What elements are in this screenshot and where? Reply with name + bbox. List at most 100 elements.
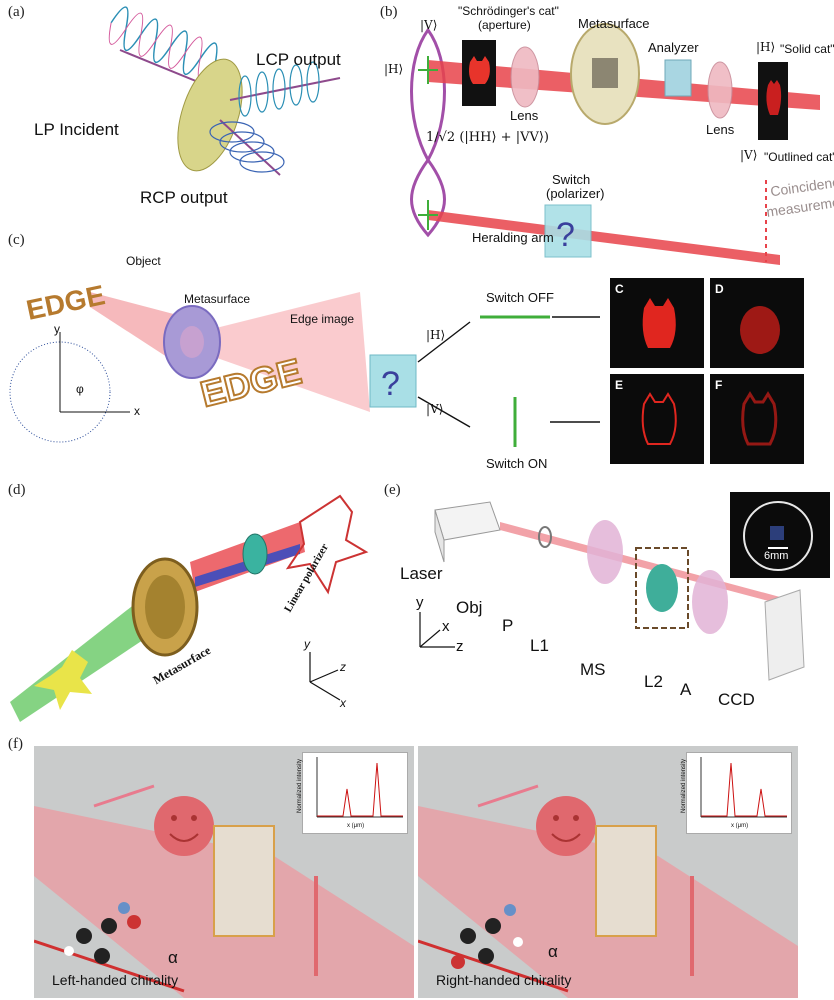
panel-label-d: (d)	[8, 482, 26, 498]
panel-d: (d) Metasurface Linear polarizer y x z	[0, 482, 380, 732]
metasurface-label-c: Metasurface	[184, 292, 251, 306]
alpha-right: α	[548, 942, 558, 961]
yellow-star	[34, 650, 92, 710]
switch-title: Switch	[552, 172, 591, 187]
objective	[538, 526, 552, 548]
cat-image-e: E	[610, 374, 704, 464]
ket-h-c: |H⟩	[426, 328, 446, 342]
entangled-state: 1/√2 (|HH⟩ + |VV⟩)	[426, 130, 549, 145]
inset-xlabel-left: x (μm)	[347, 823, 365, 829]
metasurface-label: Metasurface	[578, 16, 650, 31]
outline-star	[285, 494, 369, 595]
svg-text:?: ?	[556, 216, 575, 254]
lens-1	[510, 46, 540, 108]
axis-x-c: x	[134, 404, 140, 418]
axis-z-e: z	[456, 638, 464, 655]
lcp-helix	[238, 61, 320, 117]
molecule-right	[451, 904, 523, 969]
inset-xlabel-right: x (μm)	[731, 823, 749, 829]
rcp-helix	[209, 121, 285, 173]
ccd-label: CCD	[718, 690, 755, 709]
svg-text:?: ?	[381, 365, 400, 403]
axis-z-d: z	[340, 660, 346, 674]
outlined-cat-e	[641, 392, 677, 445]
axis-y-d: y	[304, 637, 310, 651]
panel-label-b: (b)	[380, 4, 398, 20]
tile-label-c: C	[615, 282, 624, 296]
tile-label-e: E	[615, 378, 624, 392]
a-label: A	[680, 680, 692, 699]
l1-label: L1	[530, 636, 549, 655]
obj-label: Obj	[456, 598, 483, 617]
switch-off-label: Switch OFF	[486, 290, 554, 305]
object-label: Object	[126, 254, 161, 268]
ket-h-solid: |H⟩	[756, 40, 776, 54]
smiley-left	[154, 796, 214, 856]
left-chirality-scene	[34, 784, 414, 998]
ket-h-signal: |H⟩	[384, 62, 404, 76]
right-caption: Right-handed chirality	[436, 972, 572, 988]
metasurface-grating-right	[595, 825, 657, 937]
lp-incident-wave	[110, 6, 218, 75]
tile-label-f: F	[715, 378, 723, 392]
panel-a: (a) LCP output LP Incident RCP outp	[0, 0, 380, 230]
lens-2	[707, 61, 733, 119]
blurred-cat-d	[740, 306, 780, 354]
axis-y-e: y	[416, 594, 424, 611]
panel-label-e: (e)	[384, 482, 401, 498]
cat-aperture-sub: (aperture)	[478, 18, 531, 32]
ket-v-c: |V⟩	[426, 402, 444, 416]
spectrum-inset-right: Normalized intensity x (μm)	[681, 752, 792, 834]
analyzer	[664, 59, 692, 97]
edge-image-label: Edge image	[290, 312, 355, 326]
lp-incident-label: LP Incident	[34, 120, 119, 139]
edge-detection-diagram: ?	[9, 292, 600, 447]
outlined-cat-label: "Outlined cat"	[764, 150, 834, 164]
ms-photo-inset: 6mm	[730, 492, 830, 578]
switch-sub: (polarizer)	[546, 186, 605, 201]
panel-f: (f) α Left-handed chirality	[0, 736, 834, 1000]
solid-cat-label: "Solid cat"	[780, 42, 834, 56]
switch-polarizer	[544, 204, 592, 258]
lp-to-cp-diagram	[108, 6, 341, 176]
ket-v-signal: |V⟩	[420, 18, 438, 32]
tile-label-d: D	[715, 282, 724, 296]
analyzer-label: Analyzer	[648, 40, 699, 55]
lens-1-label: Lens	[510, 108, 539, 123]
rcp-output-label: RCP output	[140, 188, 228, 207]
right-chirality-panel: α Right-handed chirality Normalized inte…	[418, 746, 798, 998]
molecule-left	[64, 902, 141, 964]
lens-l2	[692, 570, 728, 634]
panel-label-c: (c)	[8, 232, 25, 248]
axis-x-e: x	[442, 618, 450, 635]
ms-label: MS	[580, 660, 606, 679]
heralding-arm-label: Heralding arm	[472, 230, 554, 245]
spectrum-plot-left	[316, 757, 403, 818]
switch-on-label: Switch ON	[486, 456, 548, 471]
ket-v-outlined: |V⟩	[740, 148, 758, 162]
cat-image-c: C	[610, 278, 704, 368]
left-caption: Left-handed chirality	[52, 972, 179, 988]
light-cone-out	[200, 292, 370, 412]
scale-label: 6mm	[764, 550, 789, 562]
panel-b: (b) ?	[380, 0, 834, 270]
left-chirality-panel: α Left-handed chirality Normalized inten…	[34, 746, 414, 998]
spectrum-plot-right	[700, 757, 787, 818]
green-beam	[10, 592, 170, 722]
angle-phi: φ	[76, 382, 84, 396]
star-imaging-diagram	[10, 494, 369, 722]
smiley-right	[536, 796, 596, 856]
alpha-left: α	[168, 948, 178, 967]
panel-label-f: (f)	[8, 736, 23, 752]
outlined-cat-f	[741, 391, 778, 446]
panel-e: (e) 6mm Laser Obj P L1 MS L2 A	[380, 482, 834, 732]
lcp-output-label: LCP output	[256, 50, 341, 69]
linear-polarizer-d	[242, 533, 268, 575]
p-label: P	[502, 616, 514, 635]
panel-label-a: (a)	[8, 4, 25, 20]
cat-aperture-title: "Schrödinger's cat"	[458, 4, 559, 18]
laser-label: Laser	[400, 564, 443, 583]
ccd-screen	[764, 589, 805, 681]
cat-image-f: F	[710, 374, 804, 464]
